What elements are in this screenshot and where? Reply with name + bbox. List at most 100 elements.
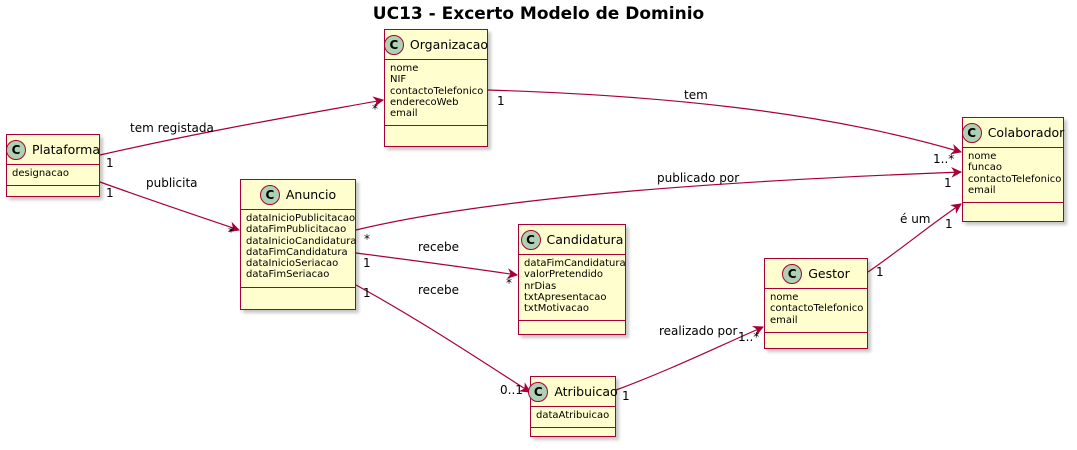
attribute-list: nome contactoTelefonico email (765, 289, 867, 333)
attribute: txtApresentacao (524, 291, 607, 303)
class-header: C Atribuicao (528, 377, 618, 407)
class-c-icon: C (5, 139, 26, 160)
class-name: Gestor (808, 266, 850, 281)
class-gestor[interactable]: C Gestor nome contactoTelefonico email (764, 258, 868, 349)
attribute-list: dataFimCandidatura valorPretendido nrDia… (519, 255, 626, 322)
association-edge-tem-registada (99, 96, 385, 156)
attribute: dataFimSeriacao (246, 269, 330, 281)
operation-list (963, 203, 1063, 210)
association-label-tem: tem (684, 88, 708, 102)
association-label-e-um: é um (900, 212, 931, 226)
operation-list (385, 126, 487, 133)
operation-list (7, 186, 99, 193)
class-c-icon: C (961, 122, 982, 143)
class-c-icon: C (520, 229, 541, 250)
multiplicity-publicita-from: 1 (106, 186, 114, 200)
attribute: dataFimCandidatura (524, 258, 626, 269)
class-header: C Gestor (765, 259, 867, 289)
multiplicity-realizado-por-from: 1 (622, 389, 630, 403)
attribute: enderecoWeb (390, 96, 459, 108)
class-name: Atribuicao (554, 384, 618, 399)
class-c-icon: C (528, 381, 549, 402)
attribute: contactoTelefonico (390, 85, 484, 97)
multiplicity-recebe-candidatura-from: 1 (363, 256, 371, 270)
association-edge-recebe-atribuicao (355, 284, 531, 393)
attribute: dataInicioSeriacao (246, 258, 339, 270)
attribute: txtMotivacao (524, 303, 589, 315)
association-label-recebe-candidatura: recebe (418, 240, 460, 254)
operation-list (241, 288, 355, 295)
class-header: C Candidatura (519, 225, 625, 255)
class-header: C Anuncio (241, 180, 355, 210)
multiplicity-e-um-to: 1 (945, 217, 953, 231)
multiplicity-tem-from: 1 (497, 94, 505, 108)
diagram-title: UC13 - Excerto Modelo de Dominio (372, 4, 705, 24)
class-c-icon: C (259, 184, 280, 205)
attribute: nome (390, 63, 419, 74)
attribute-list: dataAtribuicao (531, 407, 615, 429)
attribute: email (770, 314, 798, 326)
association-label-realizado-por: realizado por (659, 324, 738, 338)
operation-list (531, 428, 615, 435)
association-edge-publicita (99, 181, 241, 232)
association-label-publicita: publicita (146, 176, 198, 190)
class-header: C Colaborador (961, 118, 1065, 148)
association-label-tem-registada: tem registada (130, 121, 214, 135)
operation-list (519, 321, 625, 328)
class-header: C Plataforma (5, 135, 101, 165)
operation-list (765, 333, 867, 340)
class-name: Candidatura (546, 232, 624, 247)
class-name: Plataforma (31, 142, 101, 157)
class-name: Anuncio (285, 187, 337, 202)
attribute: contactoTelefonico (968, 173, 1062, 185)
class-atribuicao[interactable]: C Atribuicao dataAtribuicao (528, 376, 618, 437)
attribute: nrDias (524, 280, 557, 292)
multiplicity-recebe-candidatura-to: * (506, 276, 512, 290)
attribute: dataInicioCandidatura (246, 235, 357, 247)
attribute-list: nome NIF contactoTelefonico enderecoWeb … (385, 60, 487, 127)
attribute: funcao (968, 162, 1002, 174)
multiplicity-recebe-atribuicao-to: 0..1 (500, 383, 523, 397)
association-edge-recebe-candidatura (355, 252, 519, 279)
attribute: email (390, 108, 418, 120)
class-name: Colaborador (987, 125, 1065, 140)
multiplicity-realizado-por-to: 1..* (738, 330, 760, 344)
multiplicity-publicado-por-from: * (364, 232, 370, 246)
class-anuncio[interactable]: C Anuncio dataInicioPublicitacao dataFim… (240, 179, 357, 310)
attribute-list: dataInicioPublicitacao dataFimPublicitac… (241, 210, 357, 288)
attribute: contactoTelefonico (770, 303, 864, 315)
class-organizacao[interactable]: C Organizacao nome NIF contactoTelefonic… (383, 29, 489, 147)
attribute: dataAtribuicao (536, 410, 610, 421)
association-edge-realizado-por (615, 325, 764, 391)
attribute: valorPretendido (524, 269, 603, 281)
attribute: nome (968, 151, 997, 162)
class-name: Organizacao (409, 37, 489, 52)
multiplicity-tem-to: 1..* (933, 152, 955, 166)
association-label-recebe-atribuicao: recebe (418, 283, 460, 297)
association-edge-publicado-por (355, 166, 963, 231)
attribute: NIF (390, 74, 407, 86)
association-label-publicado-por: publicado por (657, 171, 740, 185)
attribute: dataFimPublicitacao (246, 224, 347, 236)
attribute: dataInicioPublicitacao (246, 213, 356, 224)
attribute-list: designacao (7, 165, 99, 187)
attribute: email (968, 184, 996, 196)
class-header: C Organizacao (383, 30, 489, 60)
multiplicity-publicita-to: * (228, 225, 234, 239)
class-c-icon: C (782, 263, 803, 284)
attribute: dataFimCandidatura (246, 246, 348, 258)
attribute-list: nome funcao contactoTelefonico email (963, 148, 1063, 204)
association-edge-tem (487, 89, 963, 155)
class-colaborador[interactable]: C Colaborador nome funcao contactoTelefo… (961, 117, 1065, 222)
attribute: nome (770, 292, 799, 303)
attribute: designacao (12, 168, 70, 179)
multiplicity-tem-registada-to: * (372, 102, 378, 116)
multiplicity-e-um-from: 1 (876, 265, 884, 279)
class-plataforma[interactable]: C Plataforma designacao (5, 134, 101, 197)
class-c-icon: C (383, 34, 404, 55)
multiplicity-publicado-por-to: 1 (944, 176, 952, 190)
association-edge-e-um (867, 203, 962, 273)
multiplicity-tem-registada-from: 1 (106, 156, 114, 170)
class-candidatura[interactable]: C Candidatura dataFimCandidatura valorPr… (518, 224, 626, 335)
